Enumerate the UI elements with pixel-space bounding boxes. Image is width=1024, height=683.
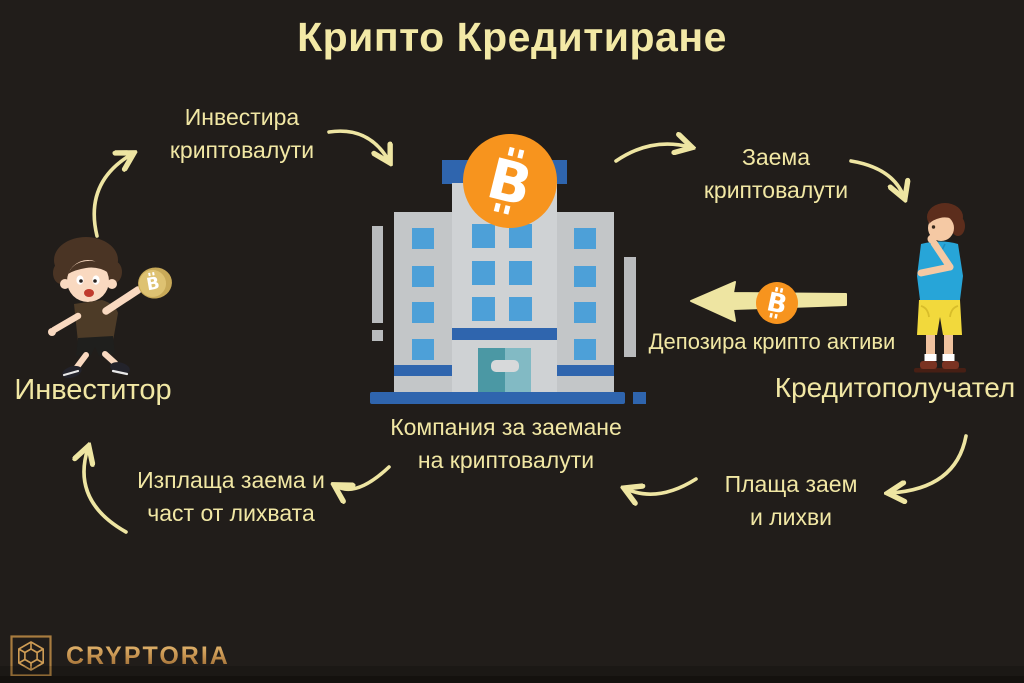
flow-label-repay-line2: част от лихвата (147, 499, 315, 526)
borrower-leg (944, 335, 953, 358)
arrow-borrower-to-pay (890, 434, 968, 493)
arrow-investor-to-invest (92, 154, 132, 238)
investor-leg (74, 352, 89, 370)
borrower-base (914, 368, 966, 373)
borrower-shoe (942, 361, 959, 369)
bitcoin-coin-icon: B (138, 267, 172, 299)
borrower-leg (926, 335, 935, 358)
arrow-company-to-lend (614, 144, 690, 163)
investor-arm-raised (102, 286, 142, 315)
cryptoria-logo: CRYPTORIA (10, 635, 230, 677)
borrower-arm-chin (930, 239, 954, 271)
investor-shoes (62, 362, 130, 378)
page-title: Крипто Кредитиране (297, 14, 727, 60)
building-right-stripe (557, 365, 614, 376)
flow-label-invest-line1: Инвестира (184, 104, 300, 130)
borrower-arm-crossed (917, 263, 954, 277)
investor-shorts (76, 336, 115, 356)
flow-label-deposit: Депозира крипто активи (649, 326, 896, 357)
building-left-stripe (394, 365, 452, 376)
flow-label-pay: Плаща заем и лихви (725, 468, 858, 533)
flow-label-lend-line1: Заема (741, 144, 811, 170)
bitcoin-icon: B (756, 282, 798, 324)
flow-label-invest-line2: криптовалути (169, 136, 315, 163)
flow-label-repay: Изплаща заема и част от лихвата (137, 464, 325, 529)
company-label-line1: Компания за заемане (390, 414, 622, 440)
borrower-label: Кредитополучател (774, 372, 1016, 403)
borrower-fringe (929, 211, 958, 224)
building-base (370, 392, 625, 404)
arrow-company-to-repay (336, 465, 391, 489)
borrower-face (928, 215, 954, 241)
borrower-sock (942, 354, 955, 361)
bottom-shade-dark (0, 676, 1024, 683)
investor-fringe (68, 260, 109, 274)
flow-label-repay-line1: Изплаща заема и (137, 467, 325, 493)
building-base-block (633, 392, 646, 404)
building-wing-windows (412, 228, 596, 360)
flow-label-pay-line2: и лихви (749, 503, 833, 530)
building-band (452, 328, 557, 340)
flow-label-deposit-line1: Депозира крипто активи (648, 329, 896, 354)
flow-label-invest: Инвестира криптовалути (170, 101, 314, 166)
investor-hair-side (106, 261, 122, 283)
investor-face (67, 260, 109, 302)
company-label: Компания за заемане на криптовалути (390, 411, 622, 476)
investor-hand (48, 328, 56, 336)
investor-leg (102, 351, 118, 366)
investor-mouth (84, 289, 94, 297)
cryptoria-logo-icon (10, 635, 52, 677)
cryptoria-logo-text: CRYPTORIA (66, 641, 230, 670)
bottom-shade (0, 666, 1024, 676)
borrower-sock (924, 354, 937, 361)
arrow-lend-to-borrower (849, 159, 904, 197)
building-door (478, 348, 531, 398)
borrower-illustration (914, 203, 966, 373)
borrower-hand (927, 234, 937, 244)
investor-illustration: B (48, 237, 172, 378)
investor-hair-side (53, 262, 69, 284)
flow-label-lend: Заема криптовалути (704, 141, 848, 206)
arrow-repay-to-investor (84, 448, 128, 534)
flow-label-lend-line2: криптовалути (703, 176, 849, 203)
borrower-shoe (920, 361, 937, 369)
borrower-eye (931, 225, 936, 229)
building-right-pillar (624, 257, 636, 357)
building-left-pillar (372, 226, 383, 323)
arrow-pay-to-company (626, 477, 698, 494)
investor-arm-down (50, 312, 82, 334)
investor-ear (107, 279, 117, 289)
building-door-sign (491, 360, 519, 372)
investor-pupil (93, 279, 97, 283)
borrower-pockets (920, 305, 959, 318)
building-tower-windows (472, 224, 532, 321)
svg-text:B: B (145, 273, 161, 295)
borrower-hair-side (951, 216, 965, 236)
building-left-pillar-block (372, 330, 383, 341)
investor-pupil (79, 279, 83, 283)
company-label-line2: на криптовалути (417, 446, 595, 473)
investor-label: Инвеститор (14, 374, 172, 406)
flow-label-pay-line1: Плаща заем (724, 471, 858, 497)
company-building-illustration: B (370, 134, 646, 404)
arrow-invest-to-company (327, 129, 389, 161)
bitcoin-icon: B (463, 134, 557, 228)
borrower-shorts (917, 300, 962, 335)
